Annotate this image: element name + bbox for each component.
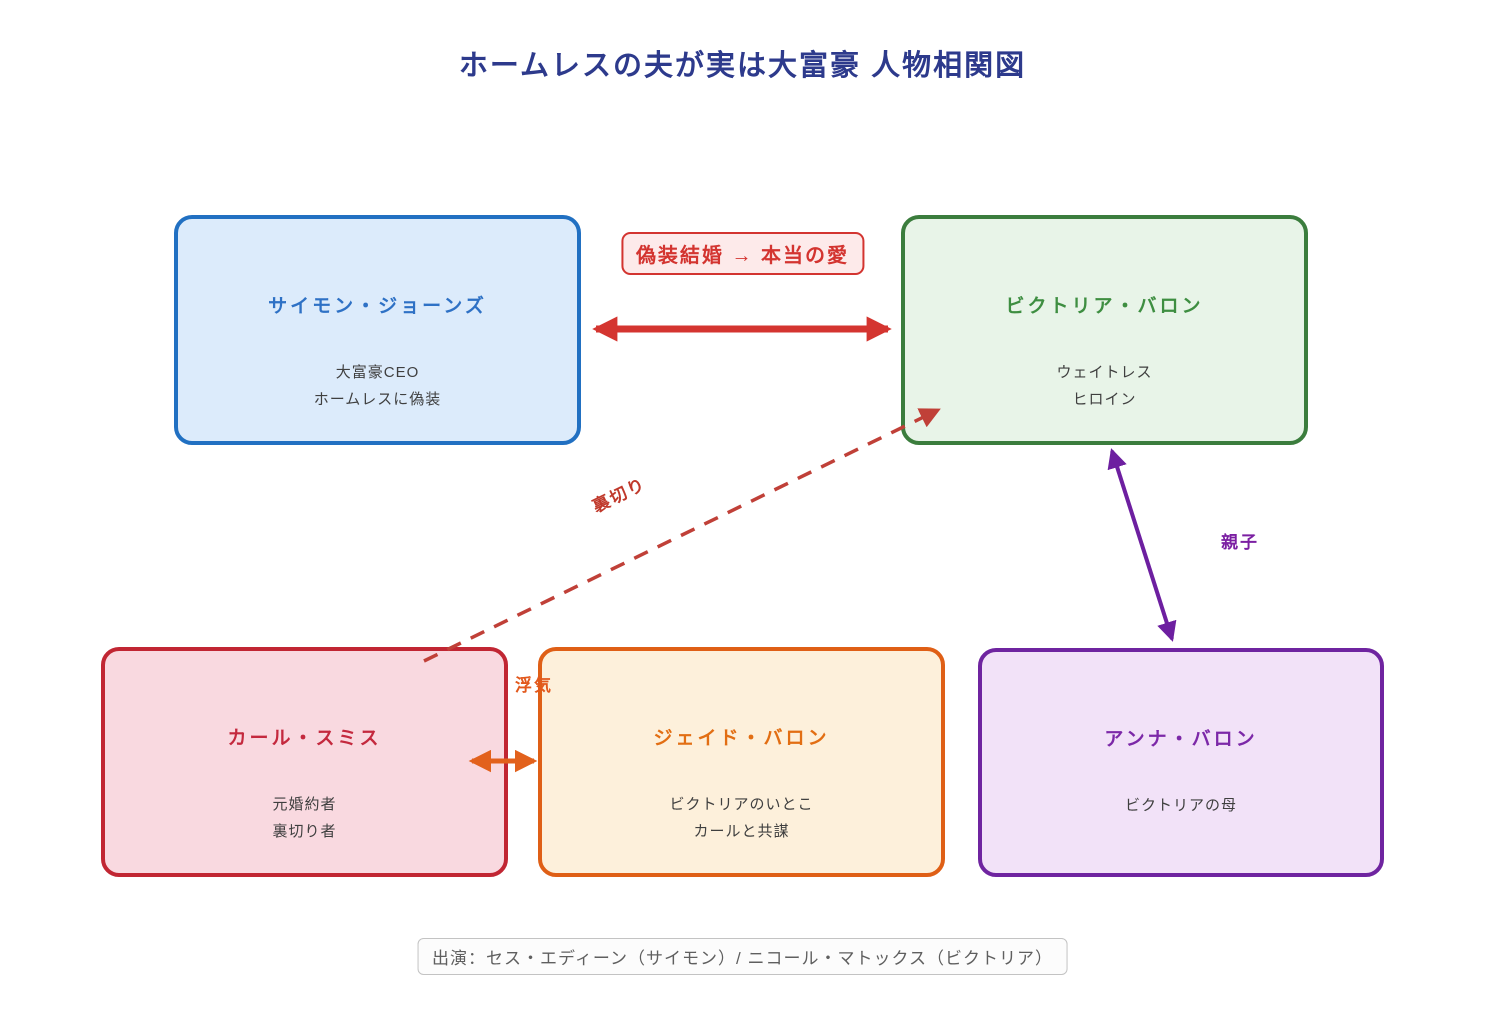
description-line: 大富豪CEO [335, 364, 420, 381]
character-description: 大富豪CEO ホームレスに偽装 [178, 359, 577, 413]
character-name: ビクトリア・バロン [1005, 296, 1204, 317]
character-description: ビクトリアのいとこ カールと共謀 [542, 791, 941, 845]
character-name: カール・スミス [227, 728, 382, 749]
parent-child-label: 親子 [1221, 533, 1259, 552]
character-description: 元婚約者 裏切り者 [105, 791, 504, 845]
character-name: アンナ・バロン [1104, 729, 1258, 750]
description-line: カールと共謀 [693, 823, 790, 840]
parent-child-arrow [1107, 448, 1177, 642]
description-line: 元婚約者 [272, 796, 337, 813]
character-name: サイモン・ジョーンズ [268, 296, 487, 317]
betrayal-arrow [423, 408, 941, 663]
description-line: ビクトリアの母 [1124, 797, 1237, 814]
character-description: ビクトリアの母 [982, 792, 1380, 819]
character-box-anna: アンナ・バロン ビクトリアの母 [978, 648, 1384, 877]
character-box-jade: ジェイド・バロン ビクトリアのいとこ カールと共謀 [538, 647, 945, 877]
diagram-title: ホームレスの夫が実は大富豪 人物相関図 [458, 50, 1027, 82]
affair-label: 浮気 [515, 676, 553, 695]
character-box-karl: カール・スミス 元婚約者 裏切り者 [101, 647, 508, 877]
description-line: ヒロイン [1072, 391, 1137, 408]
character-box-simon: サイモン・ジョーンズ 大富豪CEO ホームレスに偽装 [174, 215, 581, 445]
character-name: ジェイド・バロン [653, 728, 830, 749]
description-line: ウェイトレス [1056, 364, 1153, 381]
marriage-label: 偽装結婚 → 本当の愛 [620, 232, 865, 275]
description-line: 裏切り者 [272, 823, 337, 840]
description-line: ホームレスに偽装 [313, 391, 442, 408]
character-description: ウェイトレス ヒロイン [905, 359, 1304, 413]
character-box-victoria: ビクトリア・バロン ウェイトレス ヒロイン [901, 215, 1308, 445]
description-line: ビクトリアのいとこ [669, 796, 814, 813]
cast-credit: 出演：セス・エディーン（サイモン）/ ニコール・マトックス（ビクトリア） [417, 938, 1068, 975]
